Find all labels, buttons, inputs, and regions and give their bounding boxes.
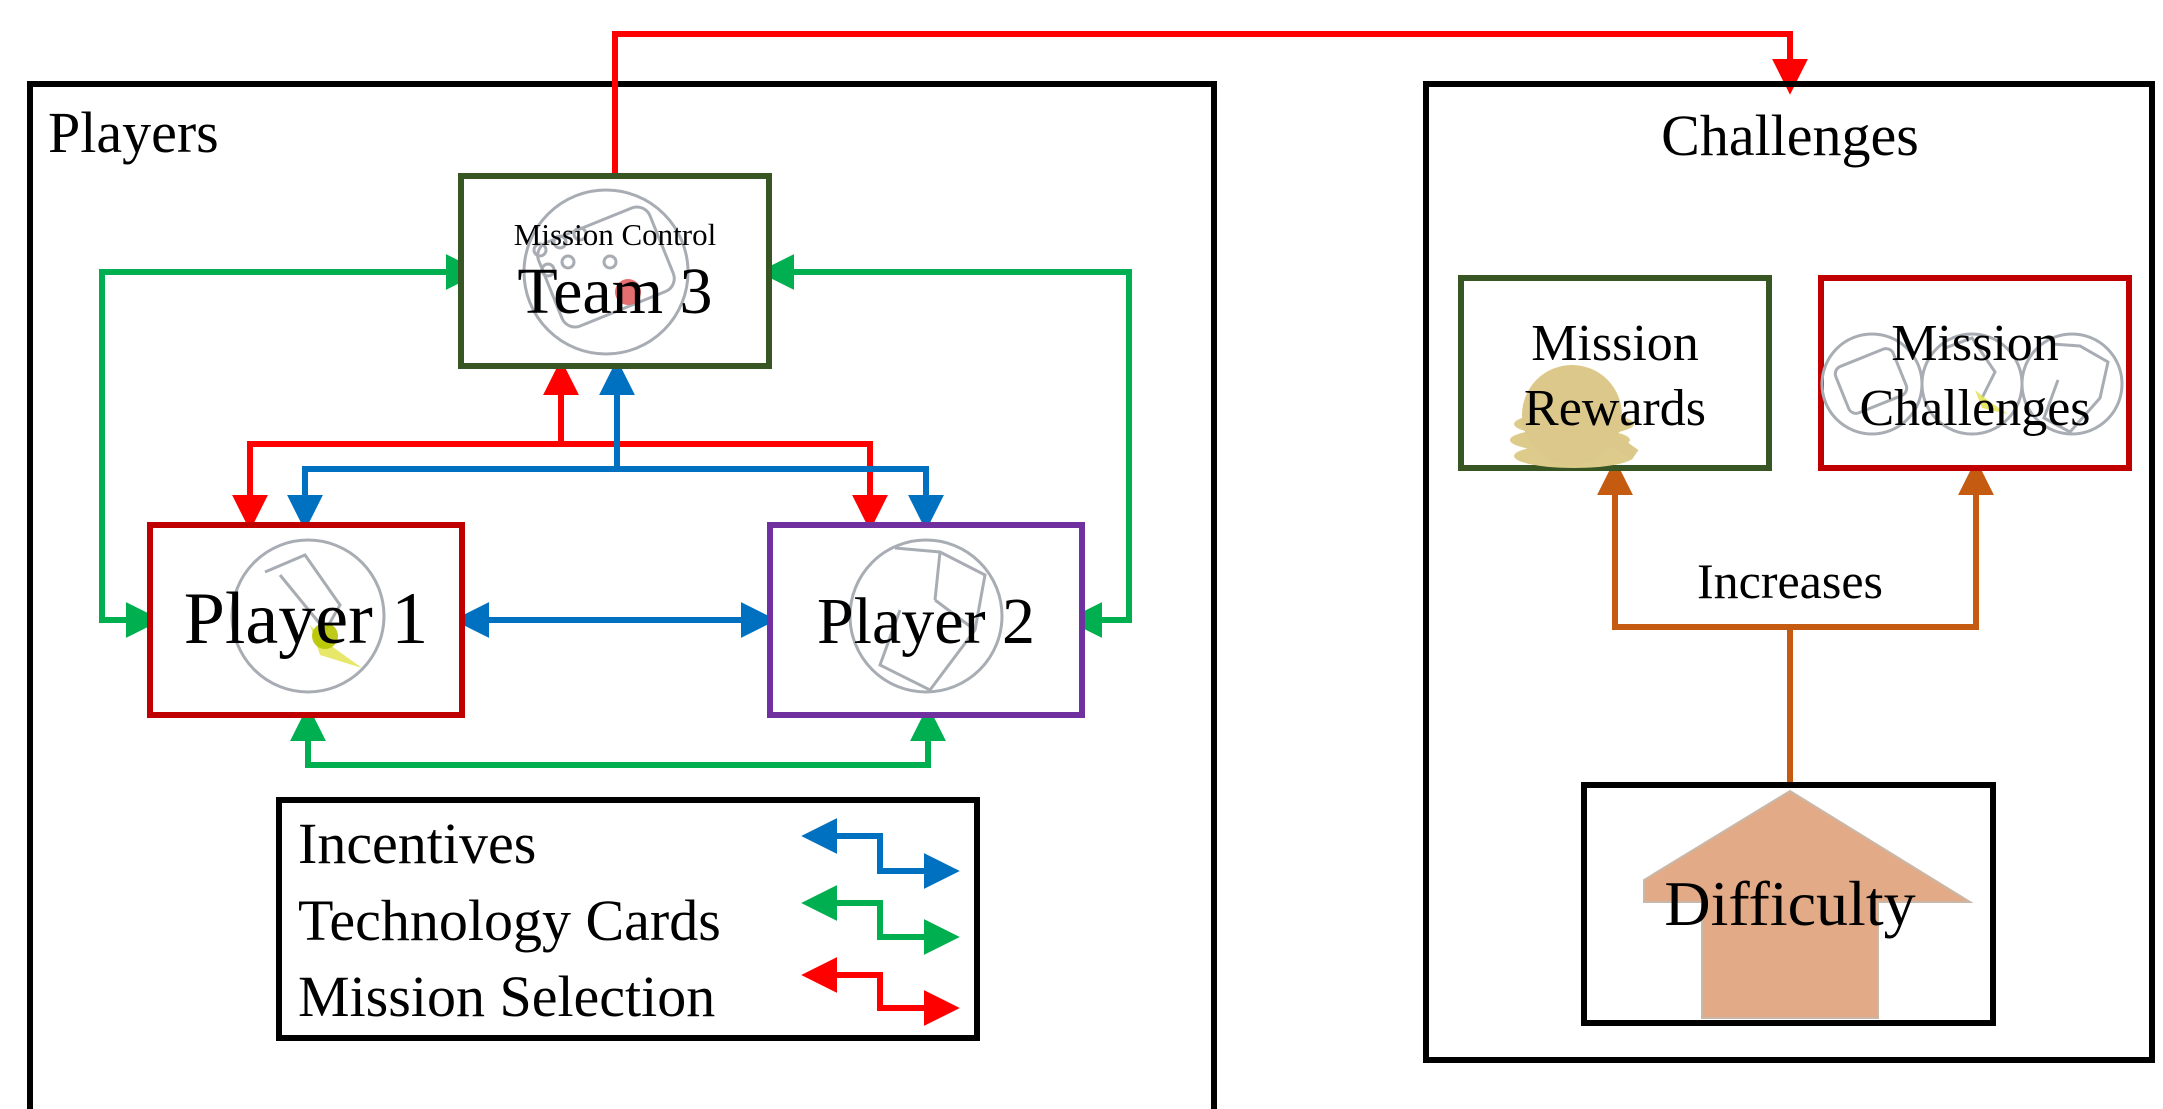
team3-title: Team 3 xyxy=(517,255,712,328)
mission-selection-players-connector xyxy=(232,441,888,531)
coins-icon xyxy=(1510,365,1639,468)
mission-challenges-line1: Mission xyxy=(1891,315,2059,372)
legend-swatch-incentives xyxy=(801,818,960,889)
legend: Incentives Technology Cards Mission Sele… xyxy=(276,797,980,1041)
incentives-players-connector xyxy=(287,466,944,531)
difficulty-label: Difficulty xyxy=(1664,868,1915,939)
mission-challenges-node: Mission Challenges xyxy=(1818,275,2132,471)
team3-box xyxy=(458,173,772,369)
legend-label-incentives: Incentives xyxy=(298,811,536,876)
increases-label: Increases xyxy=(1697,553,1883,609)
legend-label-mission-selection: Mission Selection xyxy=(298,964,715,1029)
difficulty-up-arrow xyxy=(1643,789,1974,1019)
map-icon xyxy=(848,538,1004,694)
players-frame xyxy=(27,81,1217,1109)
team3-node: Mission Control Team 3 xyxy=(458,173,772,369)
legend-swatch-technology-cards xyxy=(801,885,960,955)
mission-rewards-line1: Mission xyxy=(1531,315,1699,372)
player2-node: Player 2 xyxy=(767,522,1085,718)
tech-cards-player1-player2-connector xyxy=(290,705,946,768)
legend-swatch-mission-selection xyxy=(801,957,960,1026)
player2-title: Player 2 xyxy=(817,585,1035,658)
player2-box xyxy=(767,522,1085,718)
flashlight-icon xyxy=(230,538,386,694)
dice-icon xyxy=(522,188,690,356)
challenges-title: Challenges xyxy=(1661,103,1919,168)
tech-cards-team3-player2-connector xyxy=(758,254,1132,638)
players-panel: Players xyxy=(27,81,1217,1109)
mission-rewards-line2: Rewards xyxy=(1524,380,1706,437)
mission-selection-to-challenges-connector xyxy=(612,31,1808,176)
challenges-panel: Challenges xyxy=(1423,81,2155,1063)
challenge-icons xyxy=(1820,332,2124,436)
increases-connector xyxy=(1597,459,1994,630)
player1-node: Player 1 xyxy=(147,522,465,718)
players-title: Players xyxy=(48,100,219,165)
challenges-frame xyxy=(1423,81,2155,1063)
player1-title: Player 1 xyxy=(184,578,429,660)
mission-rewards-node: Mission Rewards xyxy=(1458,275,1772,471)
mission-challenges-box xyxy=(1818,275,2132,471)
tech-cards-team3-player1-connector xyxy=(99,254,482,638)
legend-label-technology-cards: Technology Cards xyxy=(298,888,721,953)
mission-challenges-line2: Challenges xyxy=(1859,380,2090,437)
team3-subtitle: Mission Control xyxy=(514,217,716,252)
difficulty-node: Difficulty xyxy=(1581,782,1996,1026)
